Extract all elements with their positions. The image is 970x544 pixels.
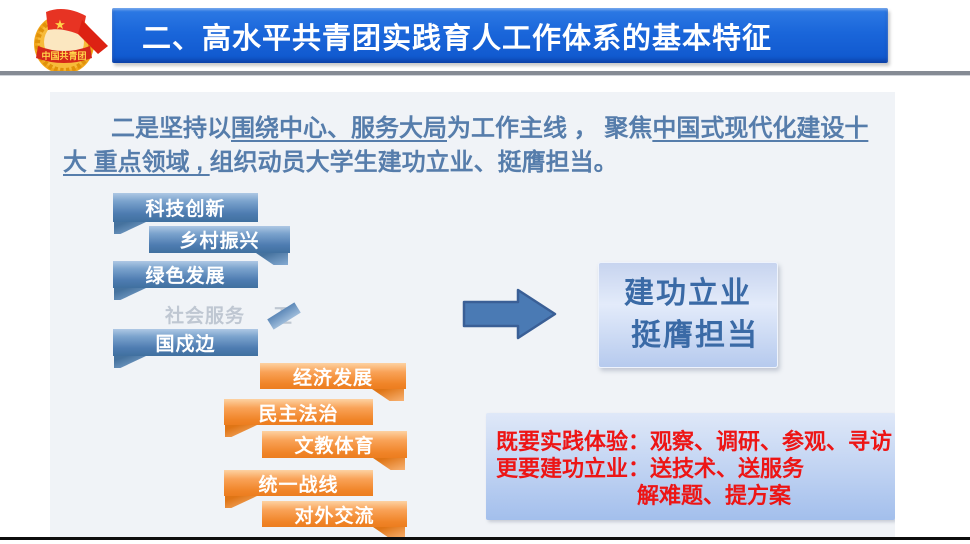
note-line-1: 既要实践体验：观察、调研、参观、寻访 — [496, 429, 893, 454]
page-title: 二、高水平共青团实践育人工作体系的基本特征 — [142, 22, 773, 55]
bottom-border-line — [0, 537, 970, 540]
ribbon-fold-icon — [114, 356, 146, 368]
ribbon-rural-revitalization: 乡村振兴 — [149, 226, 290, 265]
emblem-band-text: 中国共青团 — [41, 50, 86, 61]
emblem-band — [36, 46, 92, 63]
ribbon-united-front: 统一战线 — [224, 470, 373, 508]
emblem-flag-tail — [78, 20, 108, 54]
right-arrow-icon — [462, 288, 557, 340]
intro-segment: 组织动员大学生建功立业、挺膺担当。 — [209, 149, 618, 176]
ribbon-fold-icon — [372, 389, 404, 401]
title-banner: 二、高水平共青团实践育人工作体系的基本特征 — [112, 8, 888, 63]
ribbon-economic-development: 经济发展 — [260, 363, 406, 401]
ribbon-label: 统一战线 — [258, 474, 339, 496]
header-divider — [0, 71, 970, 76]
ribbon-label: 经济发展 — [292, 367, 373, 389]
emblem-star-icon: ★ — [54, 17, 66, 32]
ribbon-border-guarding: 国戍边 — [113, 329, 258, 368]
intro-segment-underlined: 围绕中心、服务大局 — [231, 115, 447, 142]
ribbon-label: 科技创新 — [145, 199, 226, 220]
ribbon-label: 乡村振兴 — [179, 231, 260, 252]
ribbon-foreign-exchange: 对外交流 — [262, 501, 407, 537]
ribbon-democracy-law: 民主法治 — [224, 399, 373, 437]
ribbon-fold-icon — [225, 496, 257, 508]
ribbon-label: 绿色发展 — [145, 266, 226, 287]
ribbon-tech-innovation: 科技创新 — [113, 193, 258, 234]
ribbon-label: 民主法治 — [258, 403, 339, 425]
slide-content-panel: 二是坚持以围绕中心、服务大局为工作主线 ， 聚焦中国式现代化建设十大 重点领域 … — [50, 92, 895, 537]
result-box: 建功立业 挺膺担当 — [598, 262, 778, 368]
arrow-shape — [462, 288, 557, 340]
communist-youth-league-emblem-icon: ★ 中国共青团 — [34, 9, 108, 74]
ribbon-fold-icon — [373, 527, 405, 537]
result-line-1: 建功立业 — [624, 277, 752, 310]
ribbon-fold-icon — [256, 253, 288, 265]
note-line-2: 更要建功立业：送技术、送服务 — [496, 456, 805, 481]
ribbon-fold-icon — [114, 288, 146, 300]
note-line-3: 解难题、提方案 — [637, 483, 792, 508]
practice-note-box: 既要实践体验：观察、调研、参观、寻访 更要建功立业：送技术、送服务 解难题、提方… — [486, 413, 895, 520]
ribbon-fold-icon — [373, 458, 405, 470]
intro-segment: 为工作主线 ， 聚焦 — [447, 115, 653, 142]
emblem-flag — [46, 9, 86, 36]
ribbon-fold-icon — [225, 425, 257, 437]
ribbon-label: 国戍边 — [155, 334, 216, 355]
ghost-ribbon-label: 社会服务 — [165, 306, 246, 327]
ribbon-label: 对外交流 — [294, 505, 375, 527]
ribbon-fold-icon — [114, 222, 146, 234]
intro-segment-underlined: 中国式现代化建设十大 重点领域 , — [63, 115, 869, 176]
result-line-2: 挺膺担当 — [631, 319, 759, 352]
ribbon-green-development: 绿色发展 — [113, 261, 258, 300]
intro-paragraph: 二是坚持以围绕中心、服务大局为工作主线 ， 聚焦中国式现代化建设十大 重点领域 … — [63, 112, 885, 180]
ribbon-culture-education-sports: 文教体育 — [262, 431, 407, 470]
intro-segment: 二是坚持以 — [111, 115, 231, 142]
ribbon-label: 文教体育 — [294, 436, 375, 457]
